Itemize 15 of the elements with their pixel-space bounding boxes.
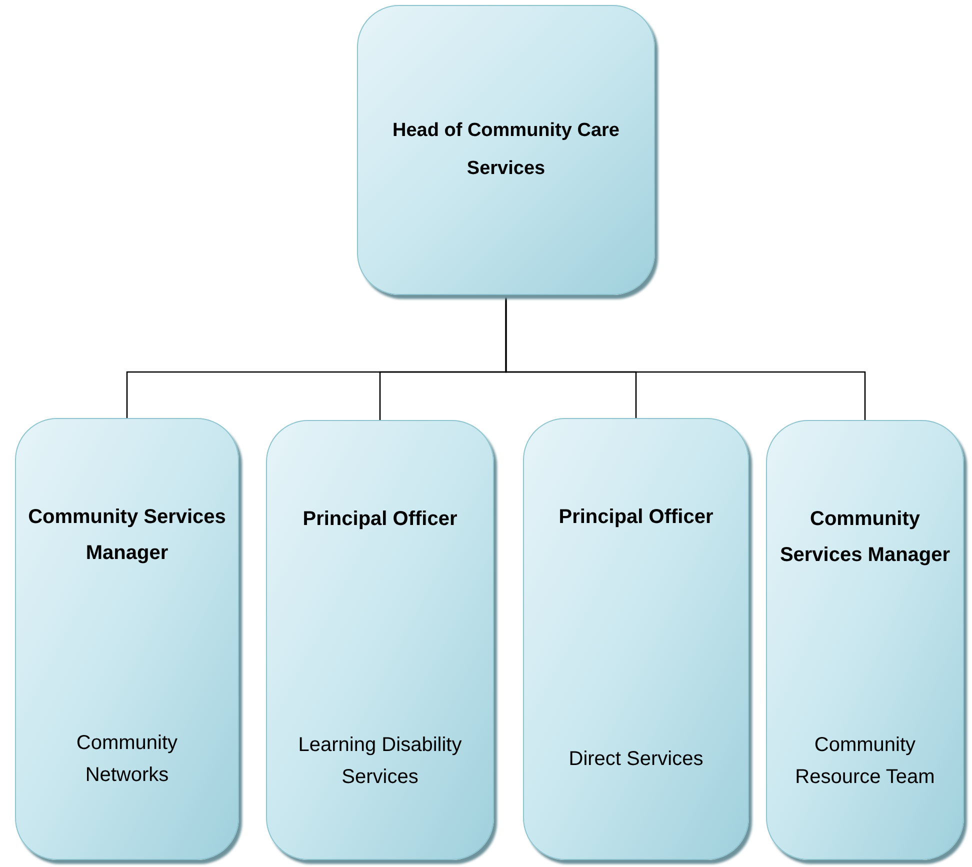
team-name: Learning Disability Services bbox=[297, 733, 463, 790]
role-title: Principal Officer bbox=[302, 507, 458, 532]
head-box bbox=[357, 5, 655, 295]
box-title: Head of Community Care Services bbox=[392, 119, 620, 181]
role-box bbox=[15, 418, 239, 860]
role-box bbox=[523, 418, 749, 860]
role-box bbox=[266, 420, 494, 860]
team-name: Community Resource Team bbox=[794, 733, 936, 790]
connector-line bbox=[505, 295, 866, 420]
role-title: Principal Officer bbox=[558, 505, 714, 530]
role-box bbox=[766, 420, 964, 860]
role-title: Community Services Manager bbox=[779, 507, 951, 568]
team-name: Direct Services bbox=[568, 747, 704, 772]
role-title: Community Services Manager bbox=[28, 505, 226, 566]
team-name: Community Networks bbox=[75, 731, 179, 788]
